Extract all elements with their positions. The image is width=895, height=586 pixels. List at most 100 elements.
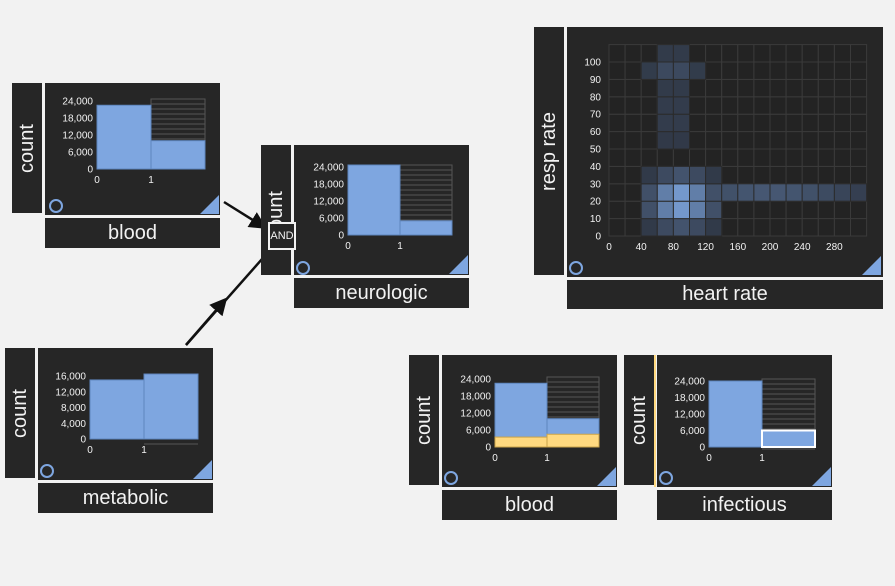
heatmap-cell-empty — [705, 131, 723, 150]
resize-handle-icon[interactable] — [200, 195, 219, 214]
select-circle-icon[interactable] — [659, 471, 673, 485]
heatmap-cell — [656, 183, 674, 202]
x-axis-label[interactable]: heart rate — [567, 280, 883, 309]
heatmap-cell — [705, 200, 723, 220]
heatmap-cell — [689, 165, 707, 185]
resize-handle-icon[interactable] — [193, 460, 212, 479]
heatmap-cell — [705, 183, 723, 202]
y-tick-label: 18,000 — [674, 393, 705, 404]
heatmap-cell-empty — [689, 78, 707, 98]
heatmap-cell-empty — [850, 96, 868, 115]
heatmap-cell-empty — [769, 200, 787, 220]
x-axis-label[interactable]: blood — [45, 218, 220, 248]
heatmap-cell-empty — [721, 200, 739, 220]
resize-handle-icon[interactable] — [449, 255, 468, 274]
heatmap-cell-empty — [705, 44, 723, 63]
y-tick-label: 24,000 — [460, 375, 491, 386]
y-axis-label[interactable]: count — [409, 355, 439, 485]
heatmap-cell-empty — [624, 165, 642, 185]
heatmap-cell-empty — [769, 113, 787, 133]
y-tick-label: 12,000 — [313, 197, 344, 208]
heatmap-cell-empty — [833, 165, 851, 185]
heatmap-cell-empty — [801, 131, 819, 150]
resize-handle-icon[interactable] — [812, 467, 831, 486]
heatmap-cell-empty — [817, 200, 835, 220]
heatmap-cell — [640, 183, 658, 202]
heatmap-cell-empty — [624, 148, 642, 167]
heatmap-cell — [721, 183, 739, 202]
heatmap-cell-empty — [850, 78, 868, 98]
heatmap-cell-empty — [689, 131, 707, 150]
x-axis-label[interactable]: infectious — [657, 490, 832, 520]
heatmap-cell — [753, 183, 771, 202]
x-axis-label[interactable]: blood — [442, 490, 617, 520]
heatmap-cell-empty — [785, 165, 803, 185]
resize-handle-icon[interactable] — [597, 467, 616, 486]
y-axis-label[interactable]: resp rate — [534, 27, 564, 275]
highlight-bar-1 — [546, 433, 600, 448]
heatmap-cell-empty — [689, 44, 707, 63]
y-axis-label[interactable]: count — [624, 355, 654, 485]
heatmap-cell-empty — [769, 218, 787, 237]
heatmap-cell-empty — [833, 148, 851, 167]
heatmap-cell-empty — [689, 113, 707, 133]
and-operator-button[interactable]: AND — [268, 222, 296, 250]
y-tick-label: 6,000 — [466, 426, 491, 437]
y-axis-label[interactable]: count — [12, 83, 42, 213]
heatmap-cell-empty — [608, 148, 626, 167]
heatmap-cell-empty — [801, 200, 819, 220]
select-circle-icon[interactable] — [444, 471, 458, 485]
heatmap-cell-empty — [850, 218, 868, 237]
heatmap-cell — [656, 78, 674, 98]
heatmap-cell — [640, 61, 658, 80]
y-tick-label: 18,000 — [313, 180, 344, 191]
heatmap-cell-empty — [640, 131, 658, 150]
heatmap-cell-empty — [769, 96, 787, 115]
y-tick-label: 4,000 — [61, 419, 86, 430]
heatmap-cell-empty — [753, 96, 771, 115]
select-circle-icon[interactable] — [49, 199, 63, 213]
heatmap-cell-empty — [737, 165, 755, 185]
heatmap-cell-empty — [785, 218, 803, 237]
heatmap-cell-empty — [737, 200, 755, 220]
heatmap-cell-empty — [721, 44, 739, 63]
heatmap-cell-empty — [801, 218, 819, 237]
select-circle-icon[interactable] — [40, 464, 54, 478]
y-tick-label: 100 — [584, 58, 601, 69]
y-axis-label[interactable]: ount — [261, 145, 291, 275]
x-tick-label: 0 — [492, 453, 498, 464]
heatmap-cell-empty — [753, 148, 771, 167]
y-tick-label: 20 — [590, 197, 602, 208]
heatmap-cell-empty — [608, 131, 626, 150]
y-tick-label: 0 — [338, 231, 344, 242]
heatmap-cell — [689, 183, 707, 202]
heatmap-cell-empty — [801, 165, 819, 185]
heatmap-cell-empty — [705, 78, 723, 98]
resize-handle-icon[interactable] — [862, 256, 881, 275]
x-axis-label[interactable]: metabolic — [38, 483, 213, 513]
heatmap-cell-empty — [737, 113, 755, 133]
x-axis-label[interactable]: neurologic — [294, 278, 469, 308]
heatmap-cell-empty — [721, 131, 739, 150]
heatmap-cell — [689, 200, 707, 220]
bar-0 — [494, 382, 548, 448]
heatmap-cell — [672, 165, 691, 185]
y-tick-label: 24,000 — [674, 377, 705, 388]
heatmap-cell-empty — [769, 131, 787, 150]
heatmap-cell-empty — [833, 61, 851, 80]
heatmap-cell-empty — [817, 218, 835, 237]
heatmap-cell — [801, 183, 819, 202]
select-circle-icon[interactable] — [296, 261, 310, 275]
y-axis-label[interactable]: count — [5, 348, 35, 478]
heatmap-cell-empty — [721, 96, 739, 115]
select-circle-icon[interactable] — [569, 261, 583, 275]
heatmap-cell — [689, 218, 707, 237]
